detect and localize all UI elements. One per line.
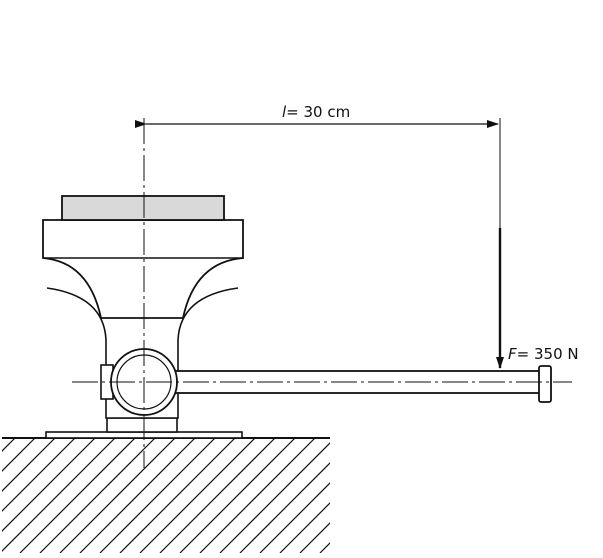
hatch-line	[2, 438, 116, 552]
hatch-line	[259, 482, 330, 553]
hatch-line	[139, 438, 256, 553]
hatch-line	[59, 438, 176, 553]
hatch-line	[279, 502, 330, 553]
force-label: F= 350 N	[508, 345, 579, 363]
hatch-line	[119, 438, 236, 553]
top-block	[61, 195, 225, 221]
hatch-line	[2, 438, 16, 452]
hatch-line	[159, 438, 276, 553]
force-value: = 350 N	[517, 345, 579, 363]
hatch-line	[2, 438, 96, 532]
hatch-line	[2, 438, 76, 512]
hatch-line	[19, 438, 136, 553]
lever-end-cap	[538, 365, 552, 403]
hatch-line	[319, 542, 330, 553]
force-symbol: F	[508, 345, 517, 363]
hatch-line	[299, 522, 330, 553]
hatch-line	[2, 438, 36, 472]
hatch-line	[39, 438, 156, 553]
length-symbol: l	[282, 103, 287, 121]
hatch-line	[199, 438, 316, 553]
hatch-line	[239, 462, 330, 553]
hatch-line	[179, 438, 296, 553]
length-value: = 30 cm	[286, 103, 350, 121]
hatch-line	[99, 438, 216, 553]
hatch-line	[2, 438, 56, 492]
head-block	[42, 219, 244, 319]
hatch-line	[79, 438, 196, 553]
hatch-line	[219, 442, 330, 553]
ground	[2, 437, 455, 553]
hatch-line	[340, 438, 455, 553]
length-label: l= 30 cm	[282, 103, 350, 121]
ground-hatching	[2, 438, 455, 553]
stem	[106, 417, 178, 433]
